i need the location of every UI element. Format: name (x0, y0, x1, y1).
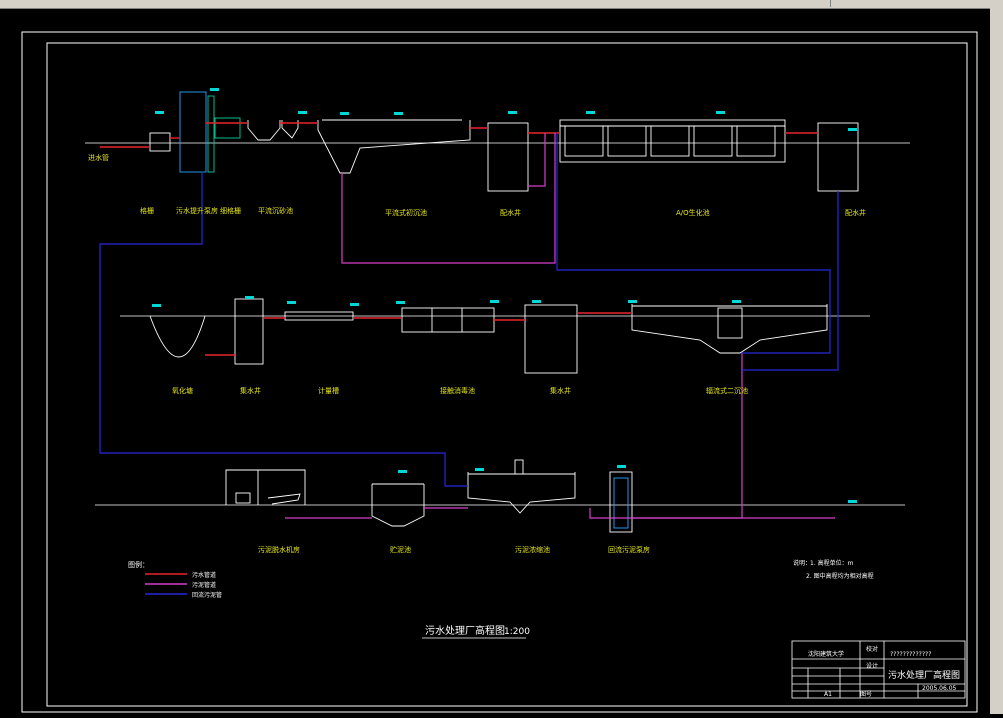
legend-return: 回流污泥管 (192, 591, 222, 599)
label-pond: 氧化塘 (172, 386, 193, 395)
note-1: 1. 高程单位：m (810, 559, 854, 567)
title-block (791, 640, 966, 699)
toolbar-segment[interactable] (240, 0, 406, 7)
tb-sheet-label: 图号 (860, 691, 872, 698)
label-finegrille: 细格栅 (220, 206, 241, 215)
row2-structures (149, 298, 828, 374)
label-dist1: 配水井 (500, 208, 521, 217)
toolbar-segment[interactable] (0, 0, 111, 7)
label-dist4: 集水井 (550, 386, 571, 395)
drawing-title: 污水处理厂高程图 (425, 624, 505, 637)
title-block-text: 校对 沈阳建筑大学 ????????????? 设计 污水处理厂高程图 A1 图… (808, 645, 960, 698)
label-sludgepump: 回流污泥泵房 (608, 545, 650, 554)
ground-lines (85, 142, 910, 506)
toolbar-segment[interactable] (635, 0, 706, 7)
tb-drawing-no: ????????????? (890, 651, 931, 658)
notes-label: 说明： (793, 559, 811, 567)
sludge-pipes (285, 133, 835, 519)
toolbar-segment[interactable] (405, 0, 636, 7)
label-contact: 接触消毒池 (440, 386, 475, 395)
label-meter: 计量槽 (318, 386, 339, 395)
drawing-title-group: 污水处理厂高程图 1:200 (422, 624, 530, 639)
label-dewater: 污泥脱水机房 (258, 545, 300, 554)
legend-title: 图例： (128, 560, 149, 569)
tb-university-name: 沈阳建筑大学 (808, 650, 844, 658)
legend-sewage: 污水管道 (192, 571, 216, 579)
label-lift: 污水提升泵房 (176, 206, 218, 215)
return-pipes (99, 133, 839, 487)
label-grit: 平流沉砂池 (258, 206, 293, 215)
tb-project: 污水处理厂高程图 (888, 669, 960, 681)
label-sludgethick: 污泥浓缩池 (515, 545, 550, 554)
label-thickener: 贮泥池 (390, 545, 411, 554)
cad-drawing-canvas[interactable]: 进水管 格栅 污水提升泵房 细格栅 平流沉砂池 平流式初沉池 配水井 A/O生化… (0, 8, 1003, 718)
level-marks (152, 88, 857, 503)
notes: 说明： 1. 高程单位：m 2. 图中高程均为相对高程 (793, 559, 874, 580)
label-dist3: 集水井 (240, 386, 261, 395)
label-secondary: 辐流式二沉池 (706, 386, 748, 395)
note-2: 2. 图中高程均为相对高程 (806, 572, 874, 580)
tb-sheet-size: A1 (824, 691, 832, 698)
row3-structures (225, 459, 633, 533)
drawing-scale: 1:200 (504, 627, 530, 637)
label-primary: 平流式初沉池 (385, 208, 427, 217)
cad-toolbar (0, 0, 1003, 9)
unit-labels: 进水管 格栅 污水提升泵房 细格栅 平流沉砂池 平流式初沉池 配水井 A/O生化… (88, 153, 866, 554)
label-grille: 格栅 (140, 206, 154, 215)
toolbar-segment[interactable] (110, 0, 241, 7)
outer-frame (21, 31, 978, 713)
tb-university: 校对 (866, 645, 878, 653)
inner-frame (46, 42, 968, 707)
label-aeration: A/O生化池 (676, 208, 710, 217)
sewage-pipes (100, 122, 818, 356)
tb-designer: 设计 (866, 662, 878, 670)
toolbar-segment[interactable] (705, 0, 831, 7)
row1-structures (149, 91, 859, 192)
legend: 图例： 污水管道 污泥管道 回流污泥管 (128, 560, 222, 599)
tb-date: 2005.06.05 (922, 685, 957, 692)
legend-sludge: 污泥管道 (192, 581, 216, 589)
label-dist2: 配水井 (845, 208, 866, 217)
vertical-scrollbar[interactable] (990, 8, 1003, 714)
label-inlet: 进水管 (88, 153, 109, 162)
